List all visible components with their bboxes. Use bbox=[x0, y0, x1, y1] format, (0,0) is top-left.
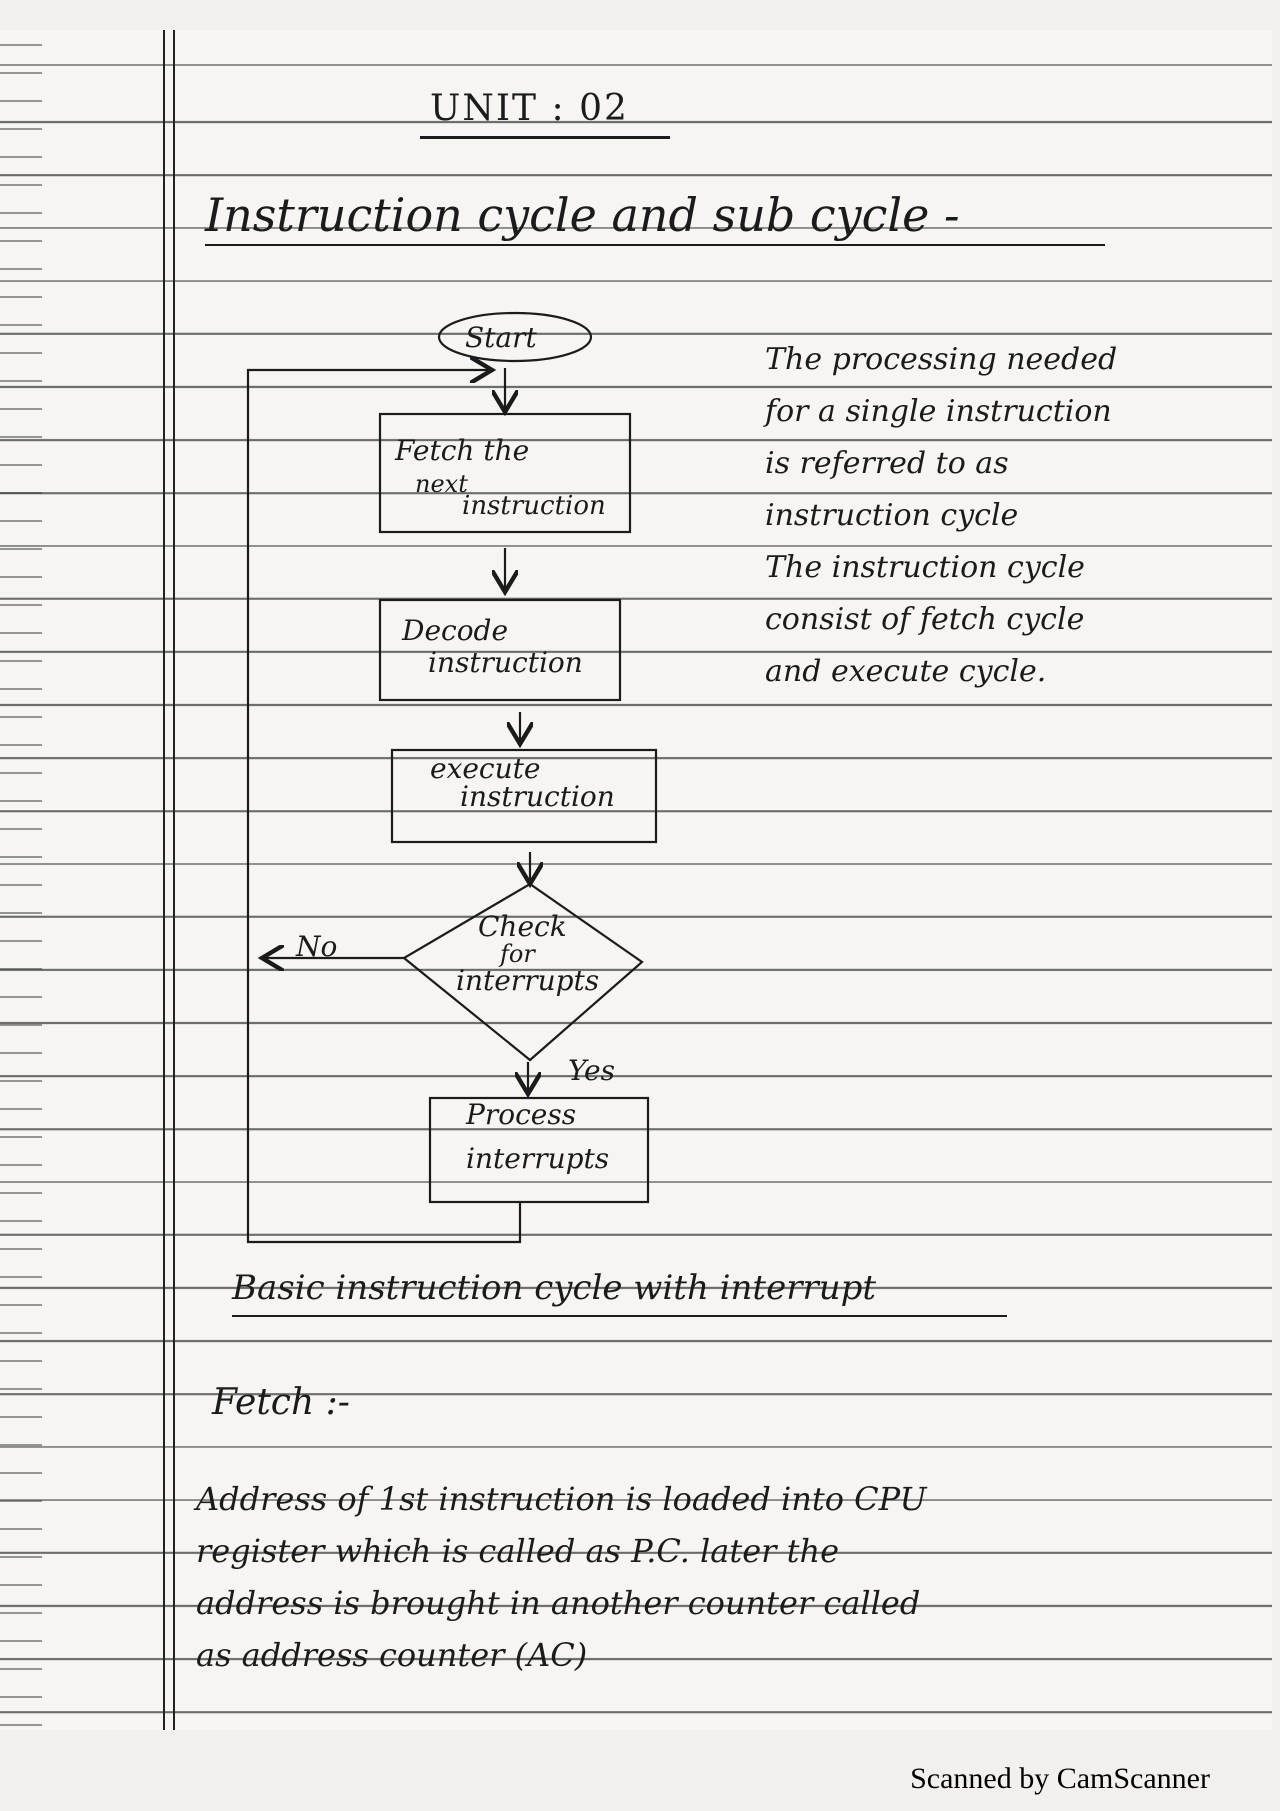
no-label: No bbox=[295, 930, 337, 963]
execute-box bbox=[390, 748, 658, 844]
ruled-paper bbox=[0, 30, 1272, 1730]
paragraph-line: Address of 1st instruction is loaded int… bbox=[196, 1480, 927, 1518]
margin-line bbox=[173, 30, 175, 1730]
scanner-watermark: Scanned by CamScanner bbox=[910, 1762, 1210, 1795]
decode-label: instruction bbox=[428, 646, 583, 679]
side-note-line: and execute cycle. bbox=[765, 654, 1047, 689]
side-note-line: instruction cycle bbox=[765, 498, 1019, 533]
check-label: for bbox=[498, 940, 536, 968]
caption-underline bbox=[232, 1315, 1007, 1317]
check-interrupts-diamond bbox=[402, 882, 644, 1062]
decode-label: Decode bbox=[401, 614, 508, 647]
yes-label: Yes bbox=[568, 1054, 615, 1087]
fetch-label: instruction bbox=[462, 491, 606, 521]
spiral-binding bbox=[0, 30, 42, 1730]
side-note-line: consist of fetch cycle bbox=[765, 602, 1085, 637]
check-label: Check bbox=[478, 910, 567, 943]
paragraph-line: as address counter (AC) bbox=[196, 1636, 588, 1674]
heading-underline bbox=[205, 244, 1105, 246]
unit-title: UNIT : 02 bbox=[430, 88, 629, 129]
fetch-label: next bbox=[415, 470, 468, 498]
side-note-line: The instruction cycle bbox=[765, 550, 1085, 585]
start-label: Start bbox=[465, 321, 538, 354]
start-terminal bbox=[437, 311, 593, 363]
process-label: interrupts bbox=[466, 1142, 609, 1175]
flowchart-caption: Basic instruction cycle with interrupt bbox=[232, 1268, 877, 1308]
unit-title-underline bbox=[420, 136, 670, 139]
process-label: Process bbox=[465, 1098, 576, 1131]
fetch-label: Fetch the bbox=[394, 434, 529, 467]
check-label: interrupts bbox=[456, 964, 599, 997]
decode-box bbox=[378, 598, 622, 702]
fetch-heading: Fetch :- bbox=[212, 1382, 350, 1423]
side-note-line: for a single instruction bbox=[765, 394, 1112, 429]
execute-label: execute bbox=[430, 752, 540, 785]
paragraph-line: address is brought in another counter ca… bbox=[196, 1584, 921, 1622]
page-heading: Instruction cycle and sub cycle - bbox=[205, 188, 960, 242]
margin-line bbox=[163, 30, 165, 1730]
side-note-line: The processing needed bbox=[765, 342, 1118, 377]
process-interrupts-box bbox=[428, 1096, 650, 1204]
fetch-box bbox=[378, 412, 632, 534]
paragraph-line: register which is called as P.C. later t… bbox=[196, 1532, 840, 1570]
side-note-line: is referred to as bbox=[765, 446, 1009, 481]
execute-label: instruction bbox=[460, 780, 615, 813]
